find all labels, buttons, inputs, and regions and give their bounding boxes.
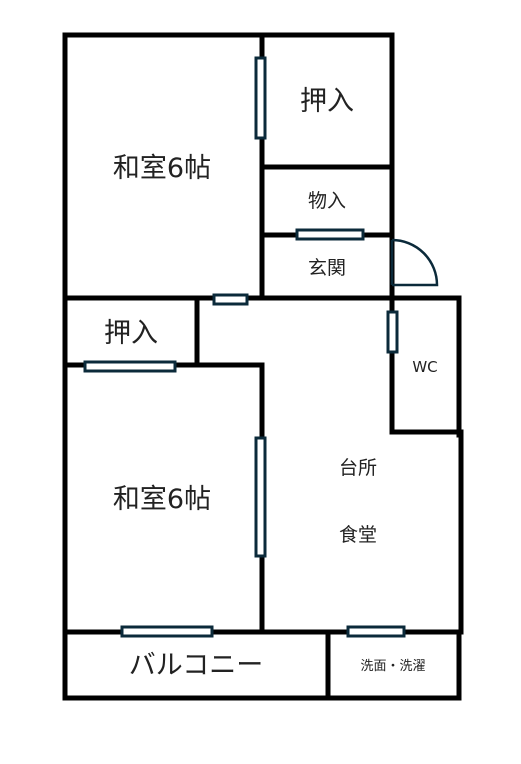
sliding-door-oshiire-mid (83, 360, 177, 373)
label-monoire: 物入 (308, 190, 346, 212)
label-kitchen-line2: 食堂 (339, 524, 377, 546)
sliding-door-laundry (346, 625, 406, 638)
sliding-door-balcony (120, 625, 214, 638)
room-labels: 和室6帖 押入 物入 玄関 押入 WC 和室6帖 台所 食堂 バルコニー 洗面・… (104, 86, 438, 681)
label-laundry: 洗面・洗濯 (360, 659, 425, 674)
label-washitsu-bottom: 和室6帖 (113, 484, 211, 515)
sliding-doors (83, 56, 406, 638)
label-balcony: バルコニー (129, 650, 263, 681)
label-washitsu-top: 和室6帖 (113, 153, 211, 184)
label-oshiire-mid: 押入 (104, 318, 158, 349)
entrance-door (390, 238, 439, 287)
sliding-door-monoire (295, 228, 365, 241)
label-kitchen-line1: 台所 (339, 457, 377, 479)
sliding-door-washitsu-top (212, 293, 249, 306)
label-wc: WC (412, 358, 437, 376)
door-swing-arc (391, 238, 439, 287)
sliding-door-oshiire-top (254, 56, 267, 140)
sliding-door-wc (386, 310, 399, 354)
label-genkan: 玄関 (308, 257, 346, 279)
sliding-door-washitsu-bottom (254, 436, 267, 558)
label-oshiire-top: 押入 (300, 86, 354, 117)
